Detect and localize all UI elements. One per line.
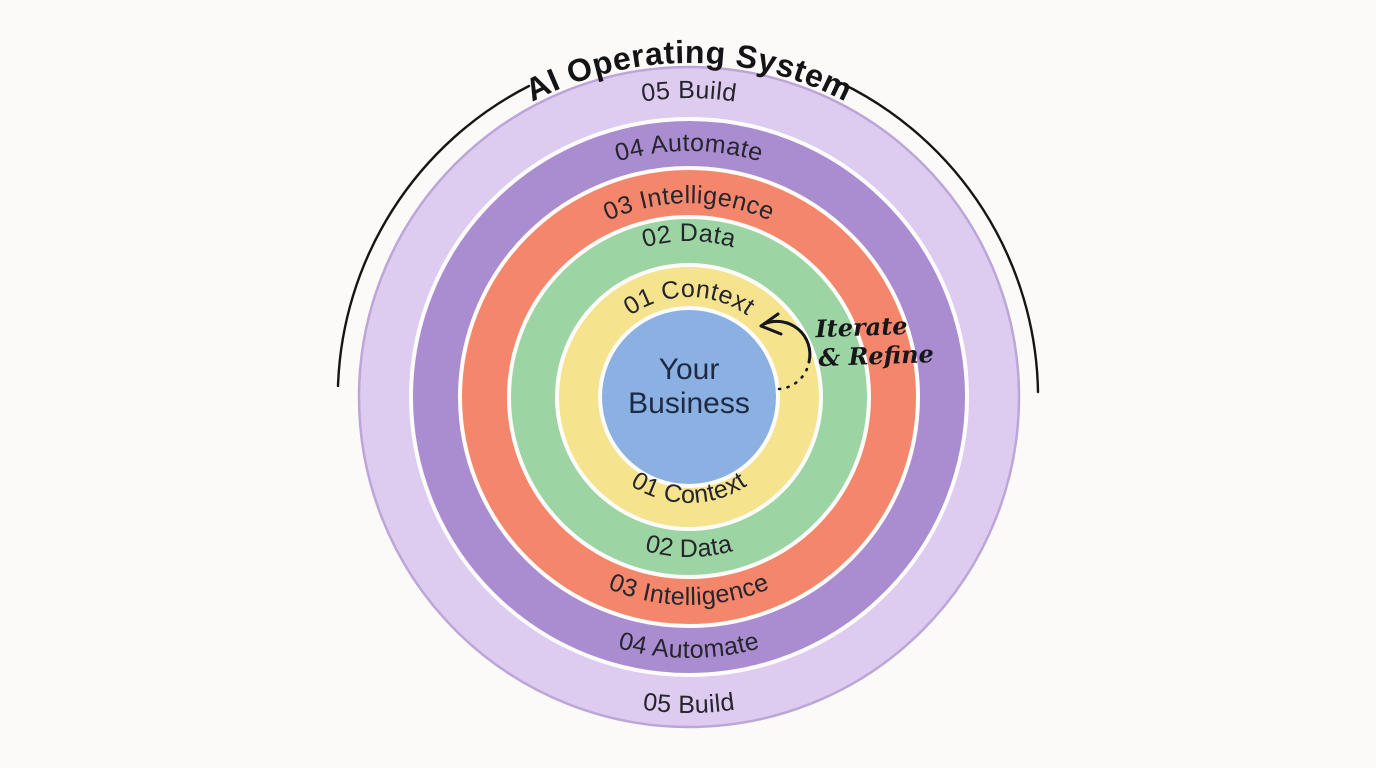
center-label-group: Your Business [628, 353, 750, 420]
iterate-refine-annotation: Iterate & Refine [759, 311, 934, 391]
center-label-line2: Business [628, 387, 750, 420]
ring-labels-top: 05 Build 04 Automate 03 Intelligence 02 … [599, 76, 778, 321]
center-your-business-circle [598, 306, 780, 488]
iterate-arrow-solid-curve [762, 319, 812, 364]
ring-05-label-bottom: 05 Build [642, 688, 737, 719]
title-flourish-right-arc [839, 81, 1040, 394]
rings-group [357, 65, 1021, 729]
annotation-line1: Iterate [814, 311, 908, 343]
ring-05-label-top: 05 Build [640, 76, 739, 108]
center-label-line1: Your [659, 353, 720, 386]
iterate-arrow-head [759, 312, 783, 336]
annotation-line2: & Refine [818, 339, 934, 372]
ring-02-label-bottom: 02 Data [643, 529, 735, 563]
title-flourish-left-arc [336, 84, 531, 388]
